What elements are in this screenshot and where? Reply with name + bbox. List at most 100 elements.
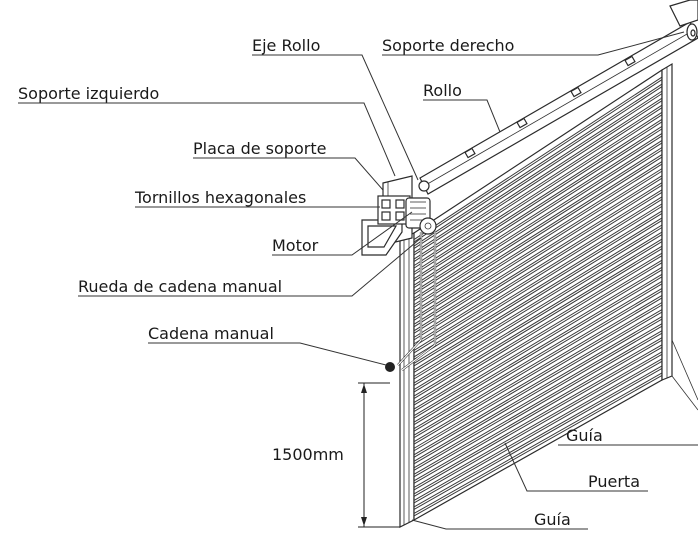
door-slat-line [413,132,663,293]
door-slat-line [413,245,663,397]
manual-chain [385,232,437,372]
door-slat-line [413,100,663,263]
label-puerta: Puerta [588,472,640,491]
door-slat-line [413,168,663,325]
door-slat-line [413,163,663,321]
chain-weight [385,362,395,372]
label-placa-de-soporte: Placa de soporte [193,139,326,158]
door-slat-line [413,107,663,269]
door-slat-line [413,346,663,491]
door-slat-line [413,114,663,276]
label-motor: Motor [272,236,319,255]
door-slat-line [413,111,663,273]
door-slat-line [413,283,663,432]
door-slat-line [413,375,663,517]
door-slat-line [413,76,663,240]
door-slat-line [413,262,663,413]
label-guia-bottom: Guía [534,510,571,529]
door-slat-line [413,339,663,484]
door-slat-line [413,121,663,282]
door-slat-line [413,304,663,452]
door-slat-line [413,309,663,456]
door-slat-line [413,234,663,386]
door-slat-line [413,79,663,243]
door-slat-line [413,248,663,399]
door-slat-line [413,358,663,501]
label-guia-right: Guía [566,426,603,445]
door-slat-line [413,210,663,364]
label-soporte-izquierdo: Soporte izquierdo [18,84,159,103]
door-slat-line [413,273,663,423]
door-slat-line [413,93,663,256]
left-guide-rail [399,232,415,528]
door-slat-line [413,90,663,253]
door-slat-line [413,104,663,267]
door-slat-line [413,196,663,351]
door-slat-line [413,280,663,430]
door-slat-line [413,118,663,280]
door-slat-line [413,175,663,332]
door-slat-line [413,302,663,449]
leader-lines [18,31,698,530]
door-slat-line [413,351,663,495]
door-slat-line [413,220,663,373]
door-slat-line [413,125,663,286]
door-slat-line [413,161,663,319]
right-guide-rail [661,62,673,381]
door-slat-line [413,344,663,488]
door-slat-line [413,290,663,439]
door-slat-line [413,231,663,384]
door-slat-line [413,198,663,354]
door-slat-line [413,147,663,306]
door-slat-line [413,297,663,445]
door-slat-line [413,252,663,404]
door-slat-line [413,217,663,371]
door-slat-line [413,149,663,308]
label-rueda-de-cadena-manual: Rueda de cadena manual [78,277,282,296]
door-slat-line [413,86,663,249]
door-slat-line [413,360,663,504]
door-slat-line [413,227,663,380]
label-eje-rollo: Eje Rollo [252,36,320,55]
door-slat-line [413,241,663,393]
left-bracket-assembly [361,175,437,256]
door-slat-line [413,325,663,471]
door-slat-line [413,259,663,410]
door-slat-line [413,238,663,390]
label-dimension: 1500mm [272,445,344,464]
door-slat-line [413,184,663,341]
label-tornillos-hexagonales: Tornillos hexagonales [134,188,306,207]
door-slat-line [413,295,663,443]
door-slat-line [413,332,663,478]
door-slat-line [413,97,663,260]
door-slat-line [413,170,663,328]
door-slat-line [413,142,663,302]
door-curtain [413,68,663,522]
door-slat-line [413,318,663,465]
door-slat-line [413,212,663,367]
door-slat-line [413,372,663,514]
height-dimension [358,382,400,528]
right-frame-lines [671,339,698,411]
door-slat-line [413,140,663,299]
label-cadena-manual: Cadena manual [148,324,274,343]
door-slat-line [413,330,663,475]
door-slat-line [413,135,663,295]
door-slat-line [413,205,663,360]
door-slat-line [413,224,663,377]
door-slat-line [413,83,663,247]
door-slat-line [413,266,663,417]
door-slat-line [413,191,663,347]
door-slat-line [413,156,663,315]
door-slat-line [413,323,663,469]
label-soporte-derecho: Soporte derecho [382,36,514,55]
door-slat-line [413,182,663,338]
door-slat-line [413,189,663,345]
door-slat-line [413,353,663,497]
door-slat-line [413,276,663,426]
label-rollo: Rollo [423,81,462,100]
door-slat-line [413,154,663,312]
door-slat-line [413,177,663,334]
door-slat-line [413,367,663,510]
